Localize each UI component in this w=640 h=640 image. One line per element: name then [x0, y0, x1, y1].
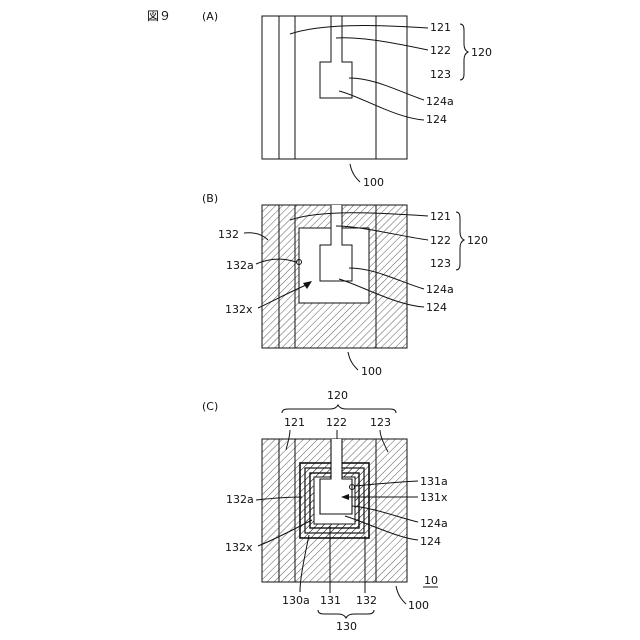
ref-132x-b: 132x: [225, 303, 253, 316]
ref-124-a: 124: [426, 113, 447, 126]
panel-a: (A) 121 122 120 123 124a 124 100 123: [202, 10, 492, 189]
ref-121-a: 121: [430, 21, 451, 34]
ref-130-c: 130: [336, 620, 357, 633]
ref-132-c: 132: [356, 594, 377, 607]
panel-c-label: (C): [202, 400, 218, 413]
leader-124a-a: [349, 78, 424, 100]
leader-100-c: [396, 586, 406, 604]
ref-120-a: 120: [471, 46, 492, 59]
ref-123-b: 123: [430, 257, 451, 270]
panel-b: (B) 121 122 120 123 124a 124 132 132a 13…: [202, 192, 488, 378]
ref-132a-b: 132a: [226, 259, 254, 272]
electrode-124-a: [320, 16, 352, 98]
ref-124a-c: 124a: [420, 517, 448, 530]
ref-123-c: 123: [370, 416, 391, 429]
ref-100-c: 100: [408, 599, 429, 612]
ref-130a-c: 130a: [282, 594, 310, 607]
brace-120-b: [456, 212, 464, 270]
ref-122-a: 122: [430, 44, 451, 57]
ref-123-a: 123: [430, 68, 451, 81]
brace-120-a: [460, 24, 468, 80]
ref-122-c: 122: [326, 416, 347, 429]
figure-label: 図９: [147, 9, 171, 23]
brace-130-c: [318, 610, 374, 618]
ref-120-b: 120: [467, 234, 488, 247]
ref-132a-c: 132a: [226, 493, 254, 506]
ref-124-b: 124: [426, 301, 447, 314]
ref-131-c: 131: [320, 594, 341, 607]
ref-124a-a: 124a: [426, 95, 454, 108]
panel-c: (C) 120 121 122 123 131a 131x 124a 124: [202, 389, 448, 633]
ref-120-c: 120: [327, 389, 348, 402]
substrate-100-a: [262, 16, 407, 159]
ref-132-b: 132: [218, 228, 239, 241]
ref-132x-c: 132x: [225, 541, 253, 554]
leader-122-a: [336, 38, 428, 50]
ref-10-c: 10: [424, 574, 438, 587]
ref-124a-b: 124a: [426, 283, 454, 296]
panel-a-label: (A): [202, 10, 218, 23]
leader-100-b: [348, 352, 358, 370]
ref-131x-c: 131x: [420, 491, 448, 504]
ref-131a-c: 131a: [420, 475, 448, 488]
ref-124-c: 124: [420, 535, 441, 548]
leader-100-a: [350, 164, 360, 182]
ref-122-b: 122: [430, 234, 451, 247]
ref-100-b: 100: [361, 365, 382, 378]
ref-121-b: 121: [430, 210, 451, 223]
ref-100-a: 100: [363, 176, 384, 189]
ref-121-c: 121: [284, 416, 305, 429]
brace-120-c: [282, 405, 396, 413]
panel-b-label: (B): [202, 192, 218, 205]
